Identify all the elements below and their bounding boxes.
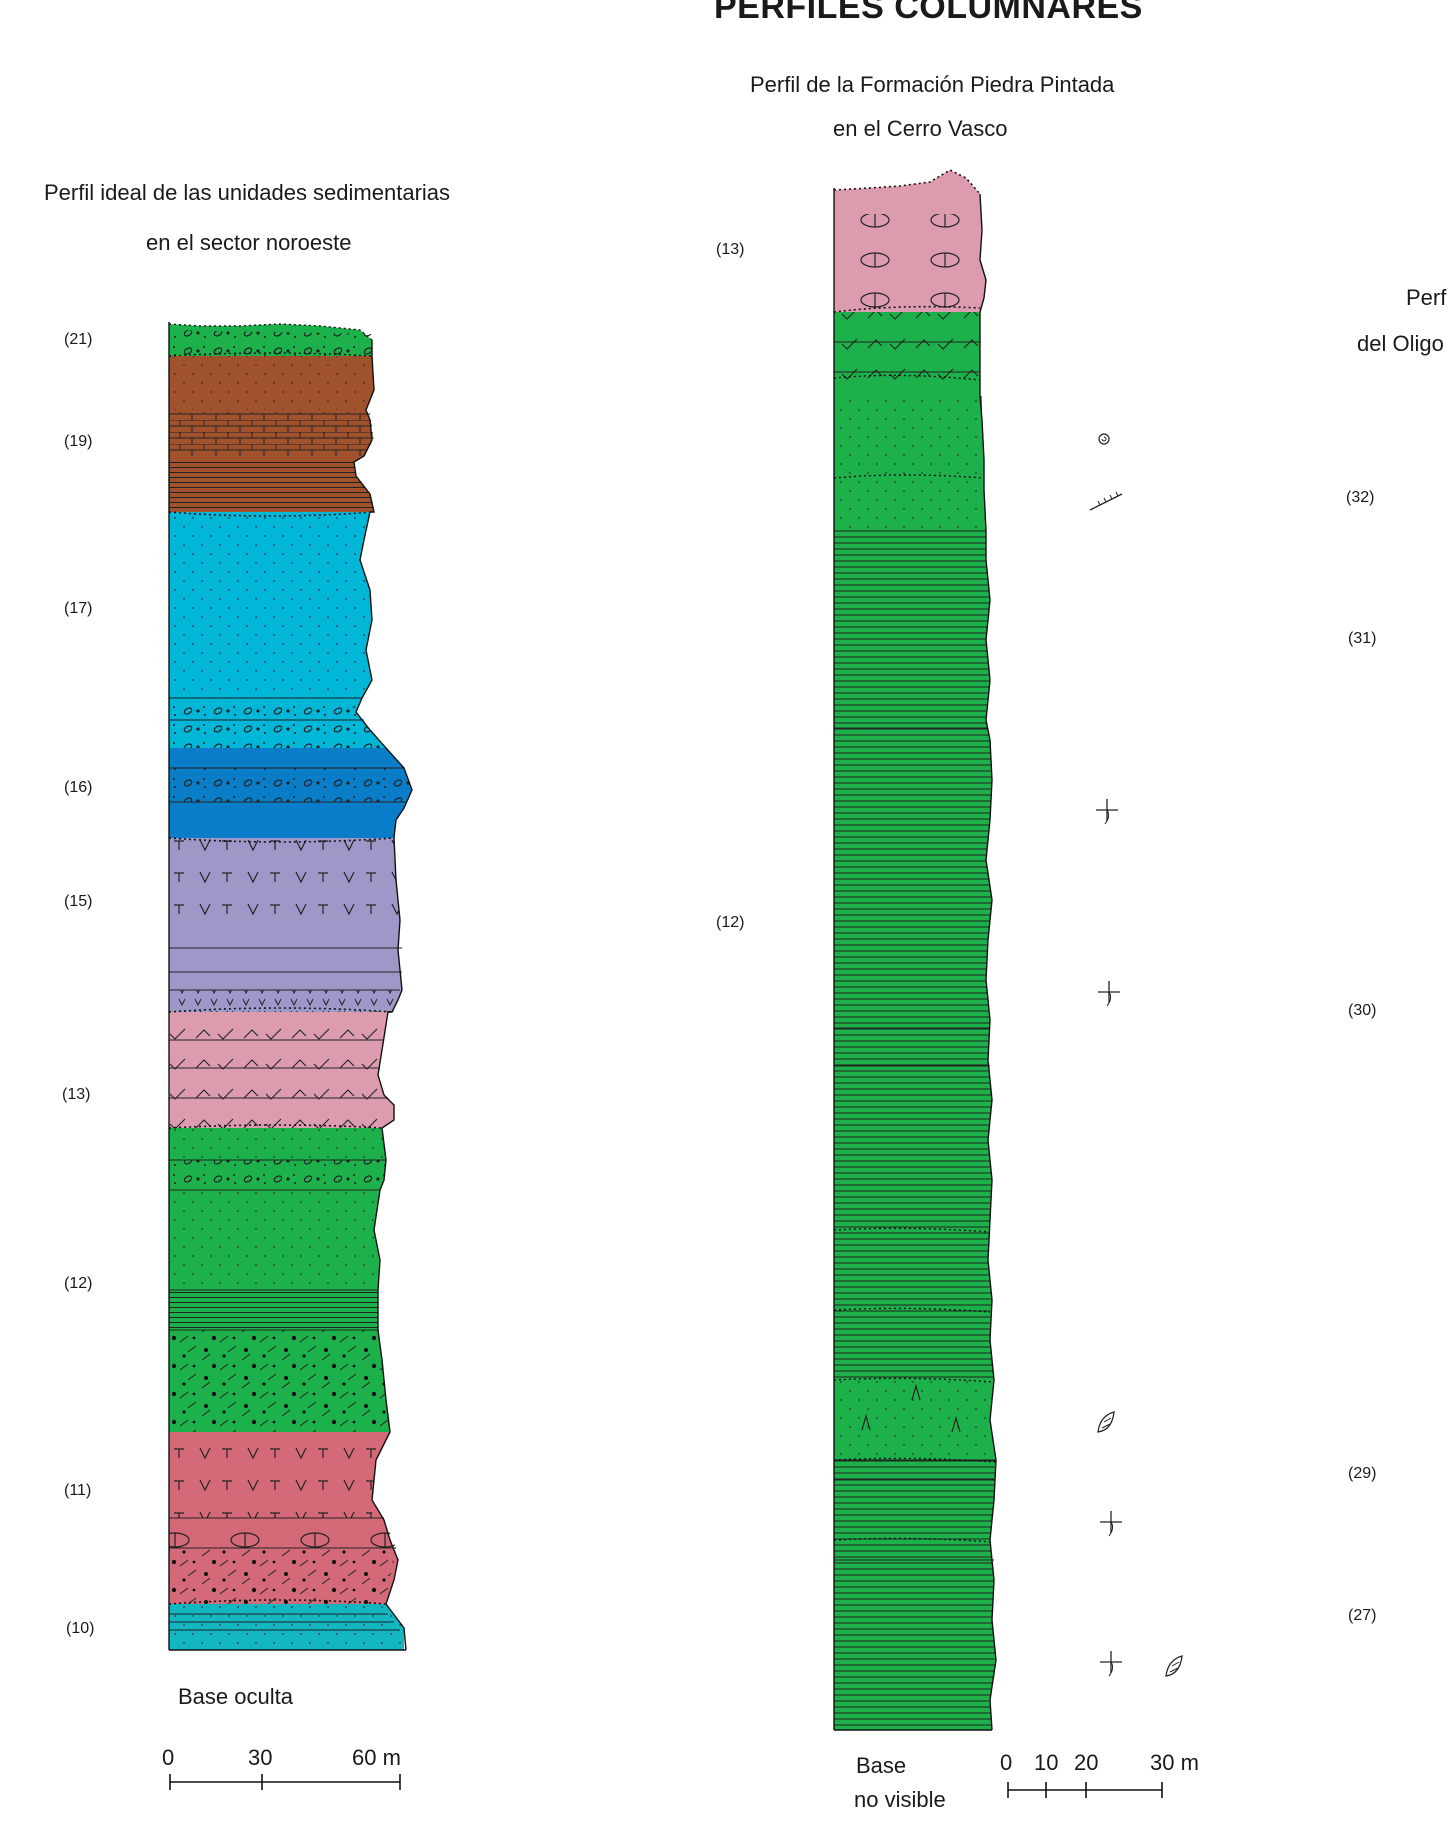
left-scale-bar <box>169 1774 401 1790</box>
left-profile-title-line1: Perfil ideal de las unidades sedimentari… <box>44 180 451 205</box>
left-unit-label: (10) <box>66 1620 95 1637</box>
center-unit-label: (12) <box>716 914 745 931</box>
left-scale-tick-label: 30 <box>248 1745 273 1770</box>
left-scale-tick-label: 0 <box>162 1745 175 1770</box>
center-profile-title-line1: Perfil de la Formación Piedra Pintada <box>750 72 1115 97</box>
gastropod-symbol-icon <box>1097 1411 1115 1433</box>
plant-symbol-icon <box>1100 1511 1122 1537</box>
center-base-label-line1: Base <box>856 1753 907 1778</box>
left-unit-label: (21) <box>64 331 93 348</box>
root-trace-symbol-icon <box>1089 491 1123 511</box>
ammonite-symbol-icon <box>1098 433 1110 445</box>
plant-symbol-icon <box>1098 981 1120 1007</box>
left-column <box>168 322 413 1651</box>
right-unit-label: (32) <box>1346 489 1375 506</box>
left-scale-tick-label: 60 m <box>352 1745 401 1770</box>
right-profile-title-line2: del Oligo <box>1357 331 1444 356</box>
left-unit-label: (17) <box>64 600 93 617</box>
gastropod-symbol-icon <box>1165 1655 1183 1677</box>
center-base-label-line2: no visible <box>854 1787 946 1812</box>
center-profile-title-line2: en el Cerro Vasco <box>833 116 1008 141</box>
center-scale-tick-label: 30 m <box>1150 1750 1199 1775</box>
right-profile-title-line1: Perf <box>1406 285 1447 310</box>
right-unit-label: (27) <box>1348 1607 1377 1624</box>
main-title: PERFILES COLUMNARES <box>714 0 1143 26</box>
left-unit-label: (12) <box>64 1275 93 1292</box>
center-scale-tick-label: 0 <box>1000 1750 1013 1775</box>
left-profile-title-line2: en el sector noroeste <box>146 230 352 255</box>
left-unit-label: (16) <box>64 779 93 796</box>
left-unit-label: (13) <box>62 1086 91 1103</box>
center-scale-bar <box>1007 1782 1163 1798</box>
center-unit-label: (13) <box>716 241 745 258</box>
left-base-label: Base oculta <box>178 1684 293 1709</box>
center-scale-tick-label: 10 <box>1034 1750 1059 1775</box>
right-unit-label: (29) <box>1348 1465 1377 1482</box>
right-unit-label: (30) <box>1348 1002 1377 1019</box>
right-unit-label: (31) <box>1348 630 1377 647</box>
left-unit-label: (19) <box>64 433 93 450</box>
left-unit-label: (15) <box>64 893 93 910</box>
plant-symbol-icon <box>1100 1651 1122 1677</box>
center-scale-tick-label: 20 <box>1074 1750 1099 1775</box>
left-unit-label: (11) <box>64 1482 92 1499</box>
plant-symbol-icon <box>1096 799 1118 825</box>
center-column <box>833 169 997 1731</box>
